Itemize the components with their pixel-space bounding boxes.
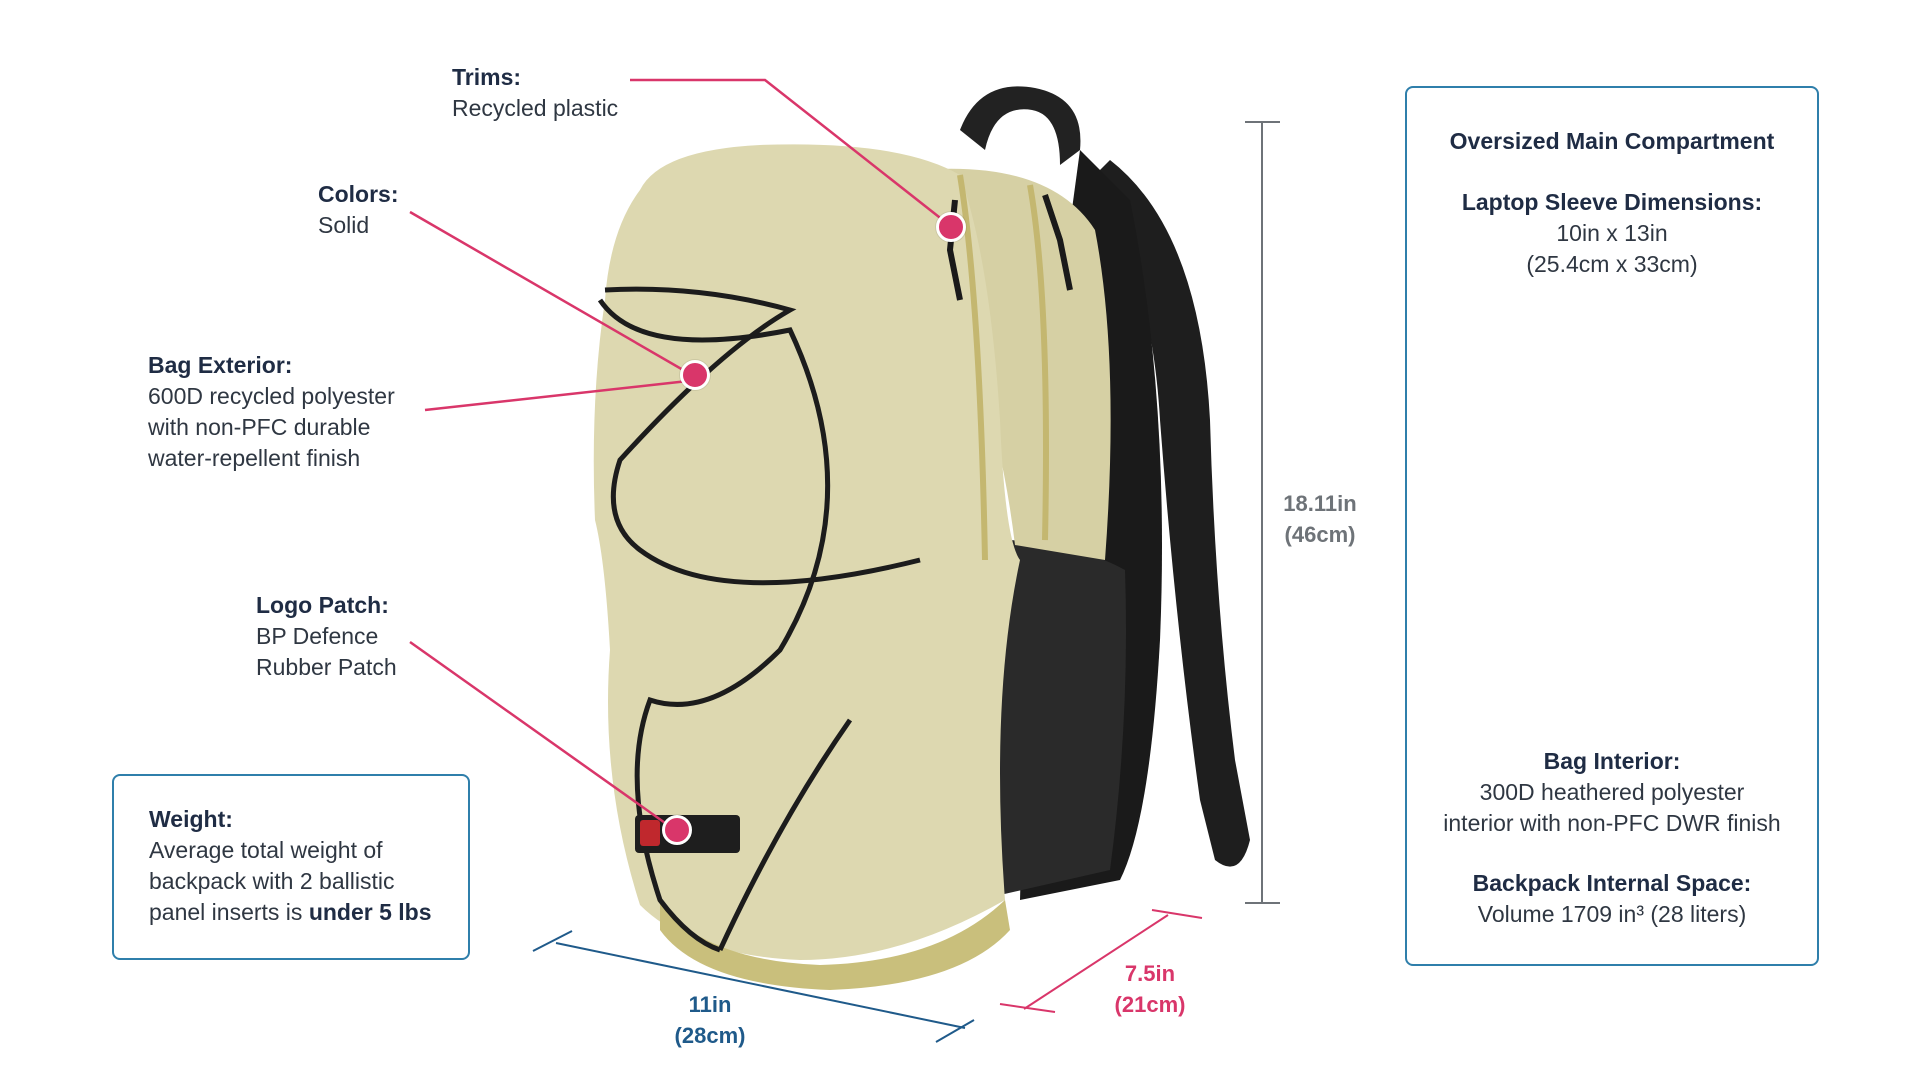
laptop-line: (25.4cm x 33cm) [1526,251,1698,277]
width-label: 11in (28cm) [660,989,760,1051]
weight-title: Weight: [149,806,233,832]
interior-text: Bag Interior: 300D heathered polyester i… [1407,746,1817,839]
callout-text: Solid [318,212,370,238]
weight-line: backpack with 2 ballistic [149,868,395,894]
callout-title: Colors: [318,181,399,207]
interior-line: interior with non-PFC DWR finish [1443,810,1781,836]
weight-line: Average total weight of [149,837,383,863]
trims-marker[interactable] [936,212,966,242]
laptop-sleeve-text: Laptop Sleeve Dimensions: 10in x 13in (2… [1407,187,1817,280]
width-dimension-line [532,930,975,1043]
weight-line: panel inserts is under 5 lbs [149,897,432,928]
callout-text: water-repellent finish [148,445,361,471]
callout-title: Logo Patch: [256,592,389,618]
callout-title: Trims: [452,64,522,90]
width-in: 11in [688,992,732,1017]
weight-emphasis: under 5 lbs [308,899,432,925]
height-label: 18.11in (46cm) [1270,488,1370,550]
laptop-title: Laptop Sleeve Dimensions: [1461,189,1763,215]
exterior-marker[interactable] [680,360,710,390]
callout-text: with non-PFC durable [148,414,371,440]
width-cm: (28cm) [674,1023,746,1048]
callout-trims: Trims: Recycled plastic [452,62,618,124]
space-text: Backpack Internal Space: Volume 1709 in³… [1407,868,1817,930]
height-in: 18.11in [1283,491,1357,516]
callout-text: Rubber Patch [256,654,397,680]
callout-exterior: Bag Exterior: 600D recycled polyester wi… [148,350,395,474]
weight-text: Weight: Average total weight of backpack… [149,804,432,928]
callout-logo: Logo Patch: BP Defence Rubber Patch [256,590,397,683]
height-cm: (46cm) [1284,522,1356,547]
panel-heading: Oversized Main Compartment [1407,126,1817,157]
weight-line-prefix: panel inserts is [149,899,309,925]
depth-dimension-line [999,909,1203,1013]
space-line: Volume 1709 in³ (28 liters) [1477,901,1747,927]
interior-line: 300D heathered polyester [1479,779,1745,805]
backpack-main-image [593,86,1250,990]
callout-title: Bag Exterior: [148,352,293,378]
compartment-panel: Oversized Main Compartment Laptop Sleeve… [1405,86,1819,966]
height-dimension-line [1245,121,1280,904]
callout-text: Recycled plastic [452,95,619,121]
callout-colors: Colors: Solid [318,179,399,241]
depth-label: 7.5in (21cm) [1100,958,1200,1020]
depth-cm: (21cm) [1114,992,1186,1017]
logo-marker[interactable] [662,815,692,845]
callout-text: BP Defence [256,623,379,649]
space-title: Backpack Internal Space: [1472,870,1752,896]
interior-title: Bag Interior: [1543,748,1681,774]
callout-text: 600D recycled polyester [148,383,395,409]
laptop-line: 10in x 13in [1556,220,1668,246]
panel-heading-text: Oversized Main Compartment [1449,128,1775,154]
weight-box: Weight: Average total weight of backpack… [112,774,470,960]
depth-in: 7.5in [1124,961,1176,986]
